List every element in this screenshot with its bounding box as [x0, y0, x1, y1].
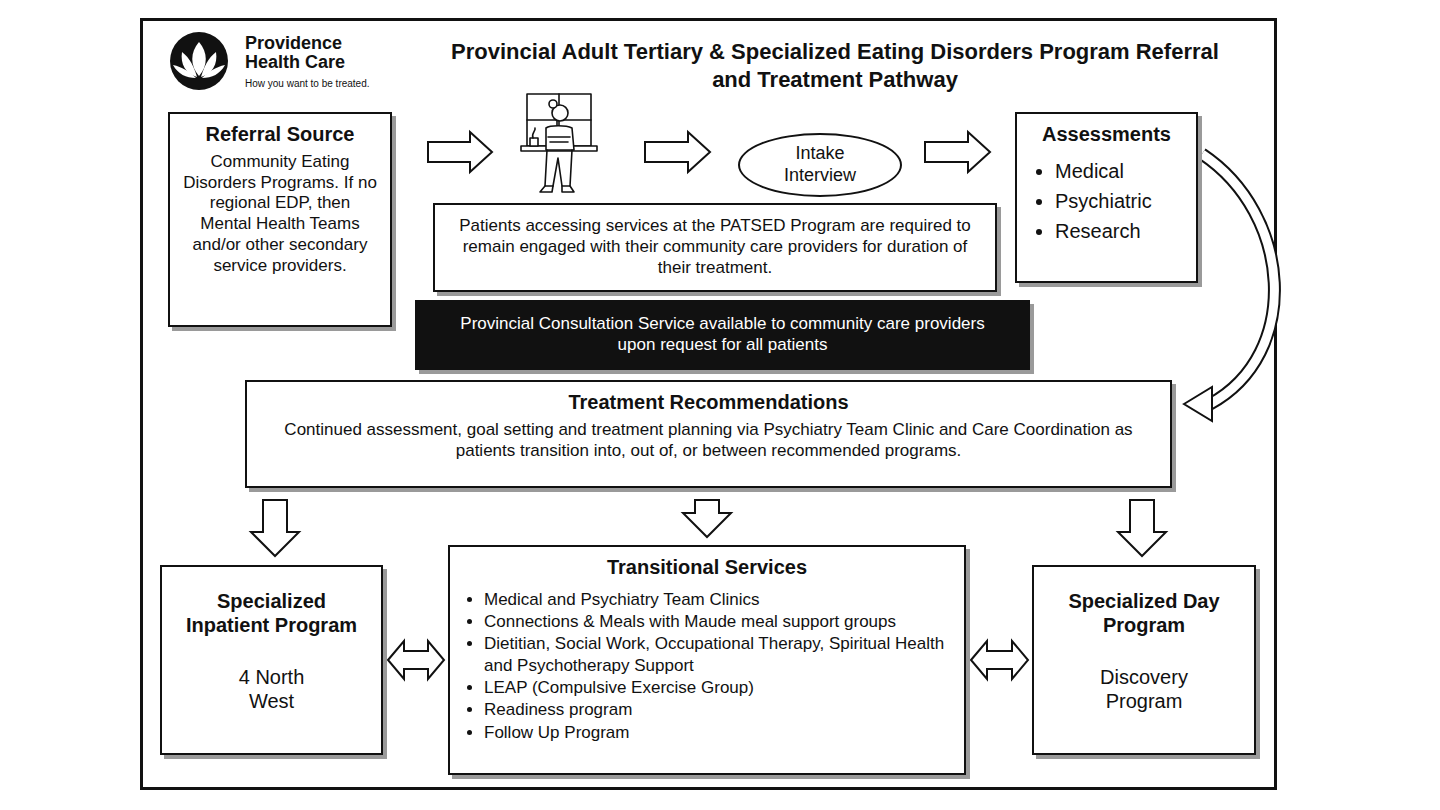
connector-arrow [251, 500, 299, 556]
node-text: Intake Interview [765, 143, 875, 187]
diagram-title: Provincial Adult Tertiary & Specialized … [430, 38, 1240, 93]
block-arrow-shape [925, 132, 990, 172]
connector-arrow [925, 132, 990, 172]
transitional-box: Transitional ServicesMedical and Psychia… [448, 545, 966, 775]
day-program-box: Specialized Day ProgramDiscovery Program [1032, 565, 1256, 755]
logo-tagline: How you want to be treated. [245, 78, 415, 89]
bullet-list: Medical and Psychiatry Team ClinicsConne… [462, 589, 952, 744]
block-arrow-shape [428, 132, 492, 172]
bullet-item: Dietitian, Social Work, Occupational The… [484, 633, 952, 677]
box-heading: Specialized Inpatient Program [174, 589, 369, 637]
block-arrow-shape [251, 500, 299, 556]
logo-name: Providence Health Care [245, 34, 375, 73]
curved-arrow-outline [1202, 154, 1274, 404]
box-heading: Specialized Day Program [1046, 589, 1242, 637]
block-arrow-shape [388, 641, 444, 679]
bullet-item: LEAP (Compulsive Exercise Group) [484, 677, 952, 699]
bullet-item: Medical and Psychiatry Team Clinics [484, 589, 952, 611]
band-text: Provincial Consultation Service availabl… [429, 314, 1016, 355]
intake-oval: Intake Interview [738, 133, 902, 197]
bullet-item: Research [1055, 216, 1184, 246]
bullet-item: Medical [1055, 156, 1184, 186]
box-body: Community Eating Disorders Programs. If … [182, 152, 378, 276]
connector-arrow [388, 641, 444, 679]
bullet-list: MedicalPsychiatricResearch [1029, 156, 1184, 246]
box-heading: Referral Source [206, 122, 355, 146]
note-text: Patients accessing services at the PATSE… [447, 216, 983, 278]
connector-arrow [683, 500, 731, 537]
block-arrow-shape [683, 500, 731, 537]
note-box: Patients accessing services at the PATSE… [433, 203, 997, 292]
block-arrow-shape [1118, 500, 1166, 556]
bullet-item: Psychiatric [1055, 186, 1184, 216]
person-illustration [521, 94, 597, 192]
logo-mark [170, 32, 228, 90]
referral-box: Referral SourceCommunity Eating Disorder… [168, 112, 392, 327]
box-body: Continued assessment, goal setting and t… [259, 420, 1158, 461]
connector-arrow [971, 641, 1028, 679]
block-arrow-shape [971, 641, 1028, 679]
curved-arrow-fill [1202, 154, 1274, 404]
recommendations-box: Treatment RecommendationsContinued asses… [245, 380, 1172, 488]
block-arrow-shape [1184, 387, 1212, 421]
bullet-item: Readiness program [484, 699, 952, 721]
bullet-item: Follow Up Program [484, 722, 952, 744]
box-heading: Transitional Services [607, 555, 807, 579]
box-body: 4 North West [217, 665, 327, 714]
box-heading: Treatment Recommendations [568, 390, 848, 414]
block-arrow-shape [645, 132, 710, 172]
bullet-item: Connections & Meals with Maude meal supp… [484, 611, 952, 633]
connector-arrow [1118, 500, 1166, 556]
box-body: Discovery Program [1089, 665, 1199, 714]
connector-arrow [428, 132, 710, 172]
assessments-box: AssessmentsMedicalPsychiatricResearch [1015, 112, 1198, 283]
inpatient-box: Specialized Inpatient Program 4 North Wes… [160, 565, 383, 755]
consultation-band: Provincial Consultation Service availabl… [415, 300, 1030, 370]
box-heading: Assessments [1042, 122, 1171, 146]
